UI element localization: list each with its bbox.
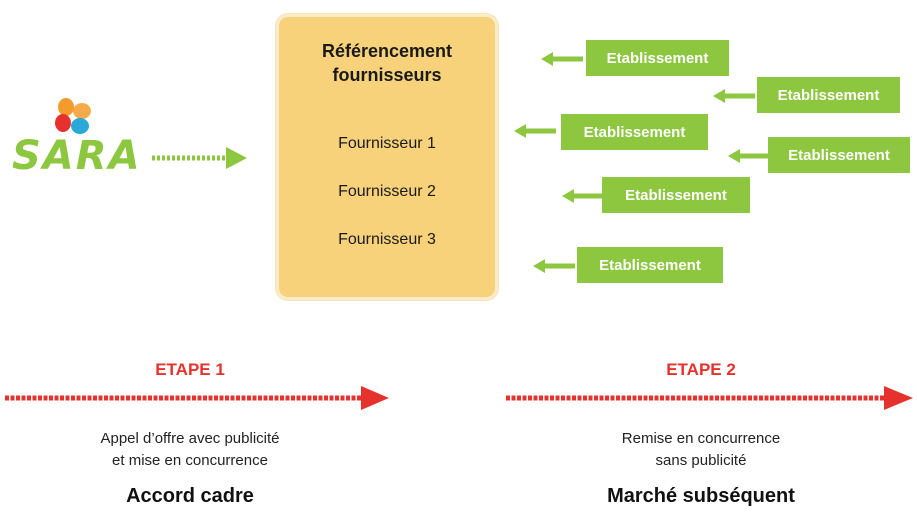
referencement-box: Référencement fournisseurs Fournisseur 1… — [276, 14, 498, 300]
etablissement-1: Etablissement — [586, 40, 729, 76]
logo-text: SARA — [12, 133, 142, 179]
petal-blue — [71, 118, 89, 134]
arrow-left-icon — [562, 189, 604, 203]
referencement-title-line1: Référencement — [321, 41, 453, 61]
stage-2-desc-line1: Remise en concurrence — [621, 430, 781, 447]
stage-1-desc-line2: et mise en concurrence — [112, 452, 268, 469]
referencement-title: Référencement fournisseurs — [279, 39, 495, 87]
stage-1-arrow — [5, 386, 389, 410]
supplier-1: Fournisseur 1 — [338, 135, 436, 152]
stage-1-type: Accord cadre — [126, 485, 254, 507]
etablissement-5: Etablissement — [602, 177, 750, 213]
arrow-left-icon — [713, 89, 755, 103]
logo-to-box-arrow — [152, 147, 247, 169]
stage-2-desc-line2: sans publicité — [655, 452, 747, 469]
etablissement-4: Etablissement — [768, 137, 910, 173]
four-petal-clover-icon — [55, 98, 91, 134]
petal-red — [55, 114, 71, 132]
stage-1-label: ETAPE 1 — [155, 360, 225, 379]
etablissement-6: Etablissement — [577, 247, 723, 283]
stage-2-description: Remise en concurrence sans publicité — [536, 428, 866, 472]
petal-orange — [58, 98, 74, 116]
supplier-2: Fournisseur 2 — [338, 183, 436, 200]
etablissement-3: Etablissement — [561, 114, 708, 150]
referencement-title-line2: fournisseurs — [332, 65, 442, 85]
stage-1-description: Appel d’offre avec publicité et mise en … — [25, 428, 355, 472]
arrow-left-icon — [514, 124, 556, 138]
sara-logo: SARA — [8, 95, 140, 190]
arrow-left-icon — [533, 259, 575, 273]
etablissement-2: Etablissement — [757, 77, 900, 113]
stage-2-label: ETAPE 2 — [666, 360, 736, 379]
arrow-left-icon — [728, 149, 770, 163]
stage-2-type: Marché subséquent — [607, 485, 795, 507]
arrow-left-icon — [541, 52, 583, 66]
stage-2-arrow — [506, 386, 913, 410]
supplier-3: Fournisseur 3 — [338, 231, 436, 248]
petal-orange-2 — [73, 103, 91, 119]
stage-1-desc-line1: Appel d’offre avec publicité — [100, 430, 280, 447]
